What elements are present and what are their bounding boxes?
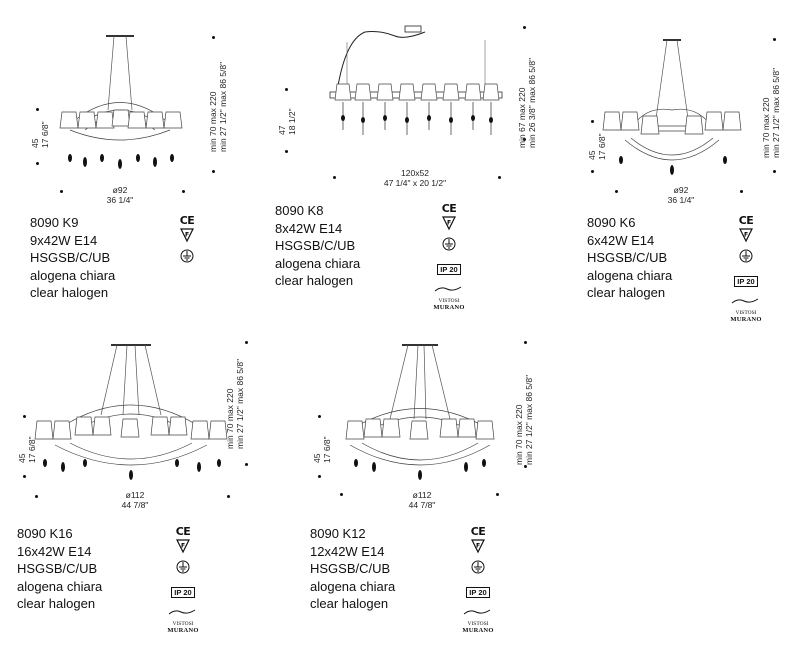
spec-block: 8090 K8 8x42W E14 HSGSB/C/UB alogena chi… xyxy=(275,202,360,290)
svg-text:F: F xyxy=(447,220,451,227)
desc-en: clear halogen xyxy=(310,596,389,611)
ground-symbol-icon xyxy=(180,249,194,263)
murano-logo-icon: VISTOSI MURANO xyxy=(165,603,201,634)
spec-block: 8090 K9 9x42W E14 HSGSB/C/UB alogena chi… xyxy=(30,214,115,302)
finish: HSGSB/C/UB xyxy=(30,250,111,265)
chandelier-k8-drawing xyxy=(329,25,503,135)
desc-it: alogena chiara xyxy=(30,267,116,283)
finish: HSGSB/C/UB xyxy=(310,561,391,576)
desc-it: alogena chiara xyxy=(310,578,396,594)
svg-text:F: F xyxy=(181,543,185,550)
f-mark-icon: F xyxy=(180,228,194,243)
f-mark-icon: F xyxy=(739,228,753,243)
desc-en: clear halogen xyxy=(30,285,109,300)
chandelier-k12-drawing xyxy=(345,344,495,480)
power: 16x42W E14 xyxy=(17,543,92,559)
ce-mark-icon: CE xyxy=(179,214,195,227)
ground-symbol-icon xyxy=(739,249,753,263)
ip20-badge: IP 20 xyxy=(466,587,490,598)
power: 8x42W E14 xyxy=(275,220,343,236)
svg-text:F: F xyxy=(185,232,189,239)
murano-logo-icon: VISTOSI MURANO xyxy=(728,292,764,323)
f-mark-icon: F xyxy=(471,539,485,554)
spec-block: 8090 K12 12x42W E14 HSGSB/C/UB alogena c… xyxy=(310,525,395,613)
model-code: 8090 K8 xyxy=(275,203,324,218)
ground-symbol-icon xyxy=(442,237,456,251)
ground-symbol-icon xyxy=(471,560,485,574)
power: 9x42W E14 xyxy=(30,232,98,248)
ce-mark-icon: CE xyxy=(441,202,457,215)
murano-logo-icon: VISTOSI MURANO xyxy=(460,603,496,634)
f-mark-icon: F xyxy=(176,539,190,554)
ce-mark-icon: CE xyxy=(175,525,191,538)
ip20-badge: IP 20 xyxy=(171,587,195,598)
desc-it: alogena chiara xyxy=(275,255,361,271)
finish: HSGSB/C/UB xyxy=(17,561,98,576)
chandelier-k9-drawing xyxy=(59,35,183,169)
f-mark-icon: F xyxy=(442,216,456,231)
ip20-badge: IP 20 xyxy=(437,264,461,275)
spec-block: 8090 K16 16x42W E14 HSGSB/C/UB alogena c… xyxy=(17,525,102,613)
ip20-badge: IP 20 xyxy=(734,276,758,287)
desc-en: clear halogen xyxy=(587,285,666,300)
spec-block: 8090 K6 6x42W E14 HSGSB/C/UB alogena chi… xyxy=(587,214,672,302)
power: 12x42W E14 xyxy=(310,543,385,559)
model-code: 8090 K16 xyxy=(17,526,73,541)
chandelier-k16-drawing xyxy=(34,344,228,480)
desc-it: alogena chiara xyxy=(587,267,673,283)
model-code: 8090 K12 xyxy=(310,526,366,541)
desc-en: clear halogen xyxy=(17,596,96,611)
ce-mark-icon: CE xyxy=(738,214,754,227)
model-code: 8090 K9 xyxy=(30,215,79,230)
desc-en: clear halogen xyxy=(275,273,354,288)
finish: HSGSB/C/UB xyxy=(587,250,668,265)
ground-symbol-icon xyxy=(176,560,190,574)
desc-it: alogena chiara xyxy=(17,578,103,594)
power: 6x42W E14 xyxy=(587,232,655,248)
murano-logo-icon: VISTOSI MURANO xyxy=(431,280,467,311)
chandelier-k6-drawing xyxy=(602,39,742,175)
finish: HSGSB/C/UB xyxy=(275,238,356,253)
model-code: 8090 K6 xyxy=(587,215,636,230)
svg-text:F: F xyxy=(744,232,748,239)
svg-text:F: F xyxy=(476,543,480,550)
ce-mark-icon: CE xyxy=(470,525,486,538)
